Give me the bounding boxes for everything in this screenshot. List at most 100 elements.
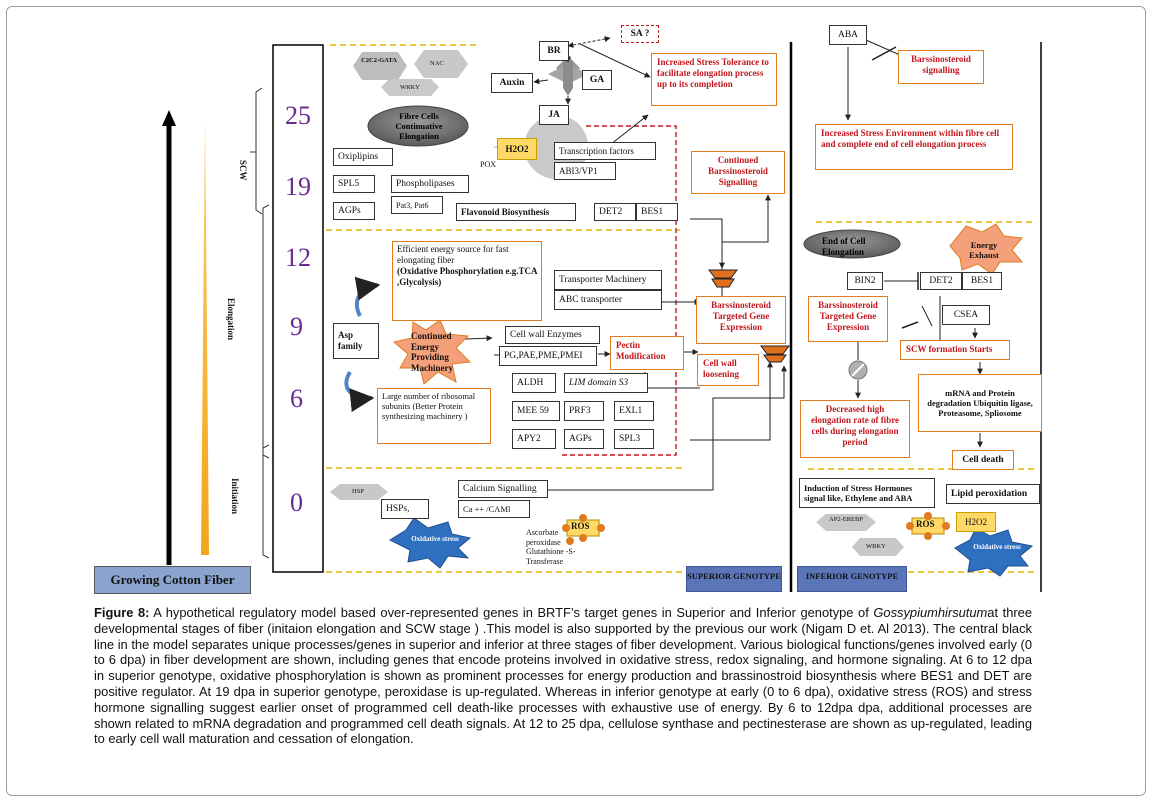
stage-elongation: Elongation xyxy=(226,298,236,341)
inferior-genotype-label: INFERIOR GENOTYPE xyxy=(797,566,907,592)
wrky-label: WRKY xyxy=(400,84,420,91)
nac-label: NAC xyxy=(430,60,444,67)
scw-bracket xyxy=(255,87,263,215)
cell-wall-loosening-box: Cell wall loosening xyxy=(697,354,759,386)
oxidative-superior-label: Oxidative stress xyxy=(411,535,459,543)
ja-box: JA xyxy=(539,105,569,125)
exl1-box: EXL1 xyxy=(614,401,654,421)
mee59-box: MEE 59 xyxy=(512,401,560,421)
ap2-hex xyxy=(816,514,876,531)
fibre-cells-oval xyxy=(367,105,469,147)
fibre-cells-label: Fibre Cells Continuative Elongation xyxy=(395,111,443,141)
caption-label: Figure 8: xyxy=(94,605,150,620)
abc-box: ABC transporter xyxy=(554,290,662,310)
ros-superior-label: ROS xyxy=(571,521,590,531)
growing-fiber-label: Growing Cotton Fiber xyxy=(94,566,251,594)
oxidative-star-superior xyxy=(388,517,472,569)
pat-box: Pat3, Pat6 xyxy=(391,196,443,214)
h2o2-inferior-box: H2O2 xyxy=(956,512,996,532)
bes1-inferior-box: BES1 xyxy=(962,272,1002,290)
det2-superior-box: DET2 xyxy=(594,203,636,221)
transporter-box: Transporter Machinery xyxy=(554,270,662,290)
mrna-box: mRNA and Protein degradation Ubiquitin l… xyxy=(918,374,1042,432)
wrky-inferior-label: WRKY xyxy=(866,543,886,550)
cesa-box: CSEA xyxy=(942,305,990,325)
ros-inferior-label: ROS xyxy=(916,519,935,529)
asp-box: Asp family xyxy=(333,323,379,359)
abi3-box: ABI3/VP1 xyxy=(554,162,616,180)
br-box: BR xyxy=(539,41,569,61)
aldh-box: ALDH xyxy=(512,373,556,393)
lipid-box: Lipid peroxidation xyxy=(946,484,1040,504)
figure-frame xyxy=(6,6,1146,796)
transcription-factors-box: Transcription factors xyxy=(554,142,656,160)
energy-machinery-label: Continued Energy Providing Machinery xyxy=(411,331,453,373)
energy-exhaust-star xyxy=(949,223,1024,275)
caption-text-before: A hypothetical regulatory model based ov… xyxy=(149,605,874,620)
induction-box: Induction of Stress Hormones signal like… xyxy=(799,478,935,508)
h2o2-box: H2O2 xyxy=(497,138,537,160)
pox-label: POX xyxy=(480,160,497,169)
brs-target-superior-box: Barssinosteroid Targeted Gene Expression xyxy=(696,296,786,344)
sa-box: SA ? xyxy=(621,25,659,43)
efficient-energy-box: Efficient energy source for fast elongat… xyxy=(392,241,542,321)
apy2-box: APY2 xyxy=(512,429,556,449)
flavonoid-box: Flavonoid Biosynthesis xyxy=(456,203,576,221)
continued-brs-box: Continued Barssinosteroid Signalling xyxy=(691,151,785,194)
bin2-box: BIN2 xyxy=(847,272,883,290)
oxidative-star-inferior xyxy=(954,527,1034,577)
superior-genotype-label: SUPERIOR GENOTYPE xyxy=(686,566,782,592)
scw-starts-box: SCW formation Starts xyxy=(900,340,1010,360)
det2-inferior-box: DET2 xyxy=(920,272,962,290)
diagram-canvas xyxy=(162,36,1042,592)
caption-text-after: at three developmental stages of fiber (… xyxy=(94,605,1033,747)
spl3-box: SPL3 xyxy=(614,429,654,449)
ga-box: GA xyxy=(582,70,612,90)
ribosomal-box: Large number of ribosomal subunits (Bett… xyxy=(377,388,491,444)
funnel-2 xyxy=(760,345,790,355)
stage-scw: SCW xyxy=(238,160,248,181)
hex-wrky xyxy=(381,79,439,96)
bes1-superior-box: BES1 xyxy=(636,203,678,221)
auxin-box: Auxin xyxy=(491,73,533,93)
oxidative-inferior-label: Oxidative stress xyxy=(973,543,1021,551)
brs-signal-inferior-box: Barssinosteroid signalling xyxy=(898,50,984,84)
decreased-box: Decreased high elongation rate of fibre … xyxy=(800,400,910,458)
dpa-0: 0 xyxy=(290,488,303,517)
hsp-hex xyxy=(330,484,388,500)
wrky-hex xyxy=(852,538,904,556)
elongation-bracket xyxy=(262,204,270,459)
calcium-box: Calcium Signalling xyxy=(458,480,548,498)
energy-exhaust-label: Energy Exhaust xyxy=(969,240,999,260)
dpa-25: 25 xyxy=(285,101,311,130)
caption-species: Gossypiumhirsutum xyxy=(873,605,988,620)
stress-tolerance-box: Increased Stress Tolerance to facilitate… xyxy=(651,53,777,106)
dpa-axis-box xyxy=(272,44,324,573)
energy-star xyxy=(392,319,472,385)
stress-env-box: Increased Stress Environment within fibr… xyxy=(815,124,1013,170)
dpa-6: 6 xyxy=(290,384,303,413)
spl5-box: SPL5 xyxy=(333,175,375,193)
dpa-9: 9 xyxy=(290,312,303,341)
red-dashed-region xyxy=(560,125,677,456)
dpa-12: 12 xyxy=(285,243,311,272)
pectin-box: Pectin Modification xyxy=(610,336,684,370)
initiation-bracket xyxy=(262,444,270,559)
funnel-1 xyxy=(708,269,738,279)
lim-box: LIM domain S3 xyxy=(564,373,648,393)
end-elongation-oval xyxy=(803,229,901,259)
efficient-energy-text: Efficient energy source for fast elongat… xyxy=(397,244,509,265)
brs-target-inferior-box: Barssinosteroid Targeted Gene Expression xyxy=(808,296,888,342)
hsps-box: HSPs, xyxy=(381,499,429,519)
end-elongation-label: End of Cell Elongation xyxy=(822,236,866,257)
phospholipases-box: Phospholipases xyxy=(391,175,469,193)
hex-c2c2 xyxy=(353,52,407,80)
stage-initiation: Initiation xyxy=(230,478,240,515)
cell-death-box: Cell death xyxy=(952,450,1014,470)
growth-arrow-head xyxy=(162,110,176,126)
pg-box: PG,PAE,PME,PMEI xyxy=(499,346,597,366)
dpa-19: 19 xyxy=(285,172,311,201)
c2c2-label: C2C2-GATA xyxy=(361,57,397,64)
cell-wall-enzymes-box: Cell wall Enzymes xyxy=(505,326,600,344)
agps-box: AGPs xyxy=(564,429,604,449)
